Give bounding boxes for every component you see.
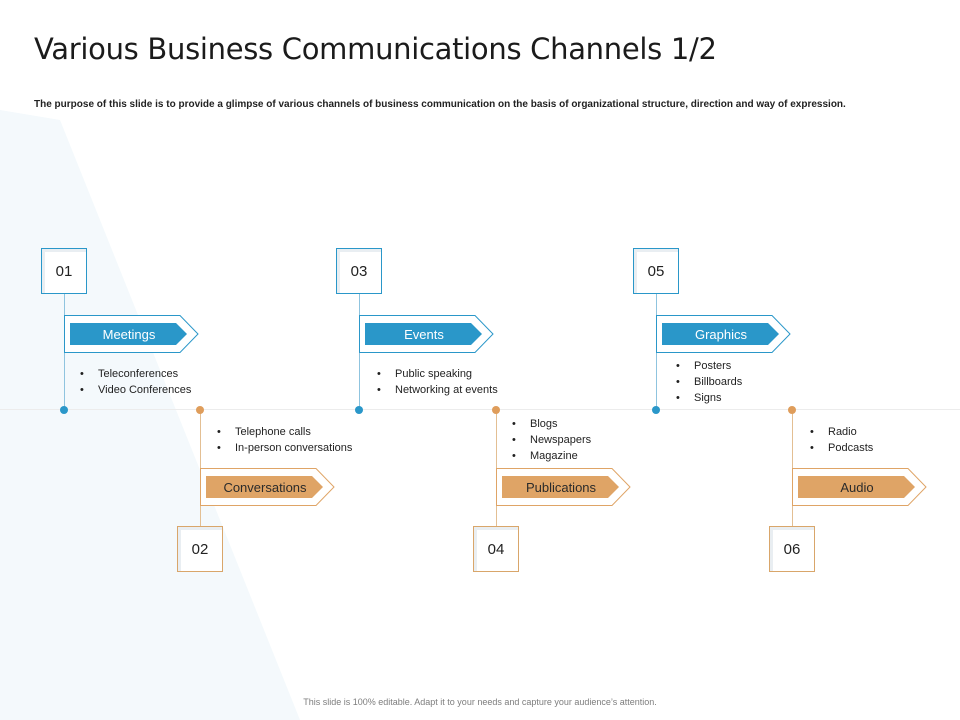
list-item: Signs — [676, 390, 742, 406]
channel-bullet-list: Telephone calls In-person conversations — [217, 424, 352, 456]
channel-label: Graphics — [694, 326, 748, 342]
list-item: Posters — [676, 358, 742, 374]
channel-number-box: 06 — [769, 526, 815, 572]
channel-arrow — [200, 468, 335, 506]
channel-arrow — [656, 315, 791, 353]
channel-bullet-list: Posters Billboards Signs — [676, 358, 742, 406]
channel-arrow — [496, 468, 631, 506]
channel-arrow — [792, 468, 927, 506]
channel-number-box: 04 — [473, 526, 519, 572]
list-item: Telephone calls — [217, 424, 352, 440]
list-item: Newspapers — [512, 432, 591, 448]
channel-label: Audio — [840, 479, 874, 495]
channel-bullet-list: Teleconferences Video Conferences — [80, 366, 191, 398]
channel-number-box: 03 — [336, 248, 382, 294]
list-item: Networking at events — [377, 382, 498, 398]
list-item: Teleconferences — [80, 366, 191, 382]
list-item: Radio — [810, 424, 873, 440]
timeline-dot — [196, 406, 204, 414]
list-item: Public speaking — [377, 366, 498, 382]
timeline-line — [0, 409, 960, 410]
channel-bullet-list: Blogs Newspapers Magazine — [512, 416, 591, 464]
timeline-dot — [355, 406, 363, 414]
list-item: Billboards — [676, 374, 742, 390]
list-item: Video Conferences — [80, 382, 191, 398]
timeline-dot — [60, 406, 68, 414]
channel-number-box: 02 — [177, 526, 223, 572]
list-item: Magazine — [512, 448, 591, 464]
slide-subtitle: The purpose of this slide is to provide … — [34, 99, 846, 110]
channel-label: Conversations — [223, 479, 307, 495]
list-item: In-person conversations — [217, 440, 352, 456]
timeline-dot — [492, 406, 500, 414]
timeline-dot — [788, 406, 796, 414]
slide-title: Various Business Communications Channels… — [34, 32, 717, 66]
slide-footer: This slide is 100% editable. Adapt it to… — [303, 697, 657, 707]
channel-label: Publications — [525, 479, 597, 495]
channel-number-box: 05 — [633, 248, 679, 294]
list-item: Podcasts — [810, 440, 873, 456]
channel-bullet-list: Public speaking Networking at events — [377, 366, 498, 398]
list-item: Blogs — [512, 416, 591, 432]
channel-arrow — [359, 315, 494, 353]
channel-number-box: 01 — [41, 248, 87, 294]
channel-label: Events — [404, 326, 444, 342]
channel-bullet-list: Radio Podcasts — [810, 424, 873, 456]
channel-arrow — [64, 315, 199, 353]
channel-label: Meetings — [102, 326, 156, 342]
timeline-dot — [652, 406, 660, 414]
